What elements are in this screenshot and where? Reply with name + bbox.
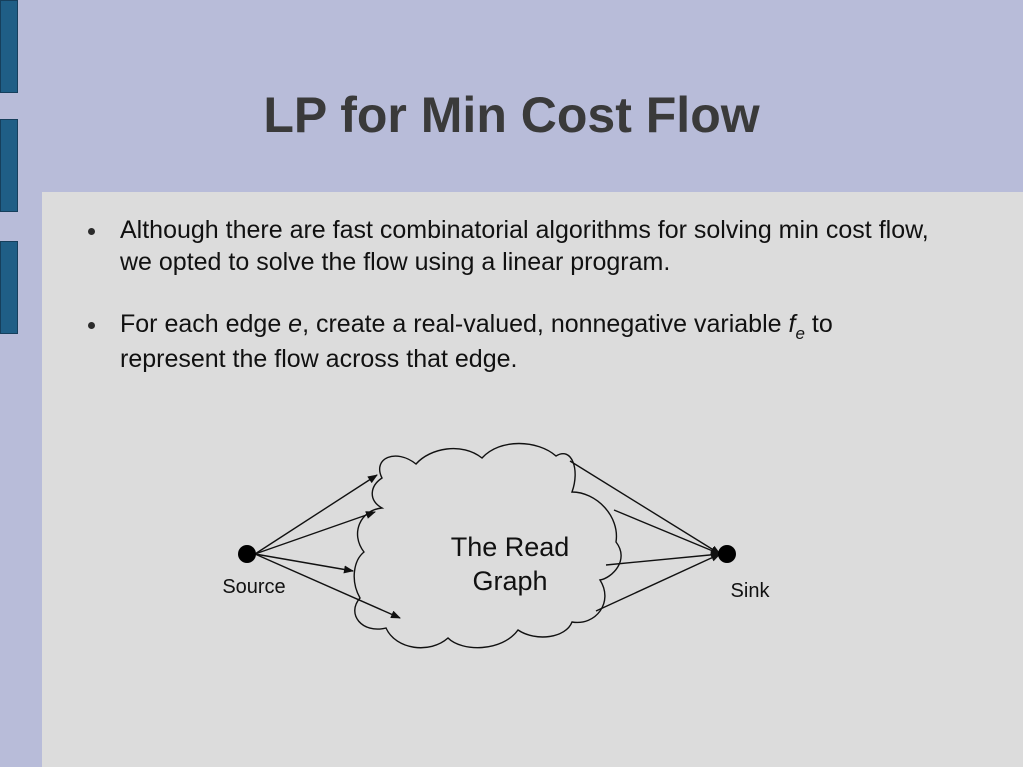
sink-edge-3	[605, 550, 721, 566]
source-edge-2	[254, 511, 376, 555]
sink-edge-1	[569, 460, 721, 555]
bullet-item-2: For each edge e, create a real-valued, n…	[84, 308, 944, 375]
flow-diagram: The Read Graph Source Sink	[222, 442, 771, 649]
flow-variable-subscript: e	[795, 324, 805, 343]
read-graph-cloud	[353, 442, 622, 649]
bullet-text-1: Although there are fast combinatorial al…	[120, 216, 929, 276]
bullet-list: Although there are fast combinatorial al…	[84, 214, 944, 405]
side-bar-decoration-middle	[0, 119, 18, 212]
edge-variable: e	[288, 310, 303, 338]
bullet-text-2c: to represent the flow across that edge.	[120, 310, 833, 373]
source-edge-1	[254, 474, 378, 555]
source-edge-4	[254, 553, 401, 619]
side-bar-decoration-top	[0, 0, 18, 93]
cloud-label-line2: Graph	[472, 566, 547, 596]
side-bar-decoration-bottom	[0, 241, 18, 334]
bullet-dot-icon	[88, 322, 95, 329]
bullet-text-2b: , create a real-valued, nonnegative vari…	[302, 310, 789, 338]
source-label: Source	[222, 576, 285, 598]
slide-title: LP for Min Cost Flow	[263, 87, 760, 143]
source-node	[238, 545, 256, 563]
sink-edge-2	[613, 509, 721, 555]
bullet-item-1: Although there are fast combinatorial al…	[84, 214, 944, 278]
bullet-dot-icon	[88, 228, 95, 235]
sink-label: Sink	[731, 580, 771, 602]
cloud-label-line1: The Read	[451, 532, 570, 562]
bullet-text-2a: For each edge	[120, 310, 289, 338]
source-edge-3	[254, 553, 354, 574]
sink-edge-4	[595, 553, 721, 612]
flow-variable: f	[788, 310, 796, 338]
sink-node	[718, 545, 736, 563]
